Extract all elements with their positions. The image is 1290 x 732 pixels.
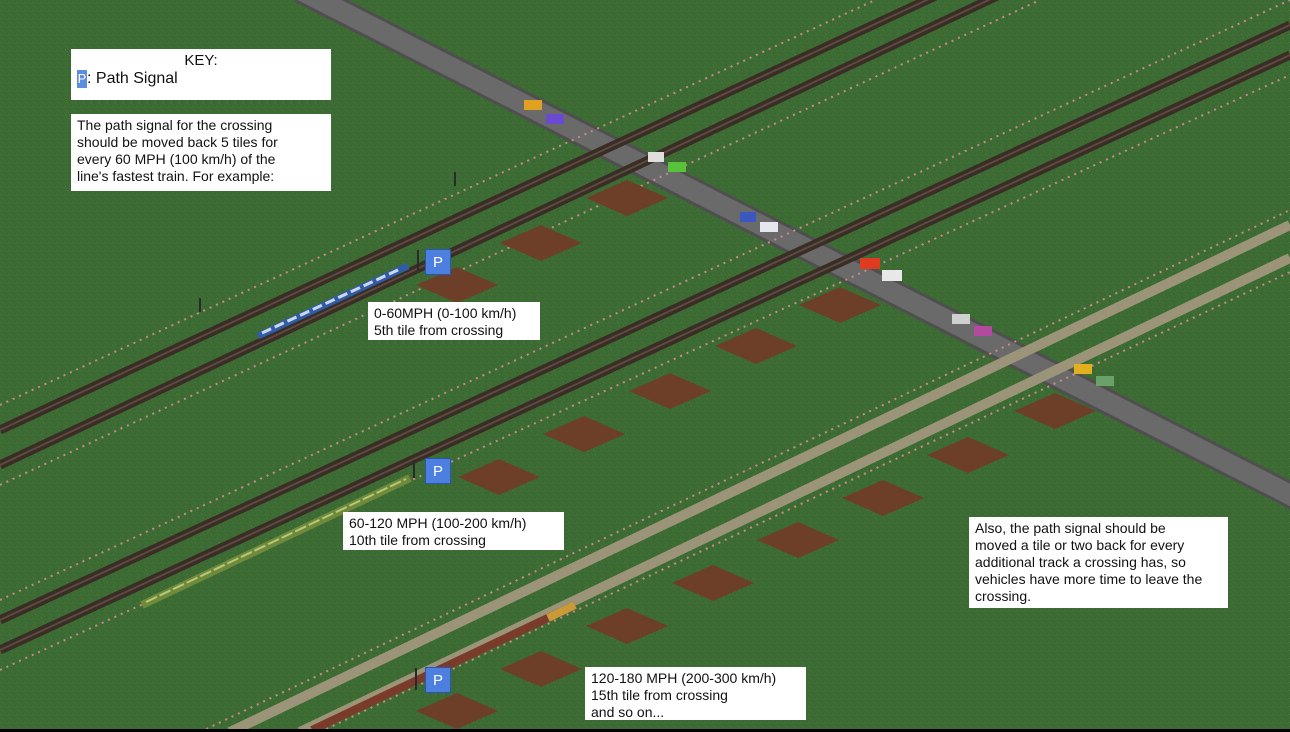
example-speed: 0-60MPH (0-100 km/h) <box>374 305 517 321</box>
example-speed: 120-180 MPH (200-300 km/h) <box>591 670 777 686</box>
bottom-border <box>0 729 1290 732</box>
path-signal-key-icon: P <box>77 70 87 88</box>
example-label-2: 60-120 MPH (100-200 km/h) 10th tile from… <box>343 512 564 550</box>
rail-line-middle <box>0 0 1290 671</box>
intro-line: The path signal for the crossing <box>77 117 273 133</box>
road <box>294 0 1290 510</box>
rail-line-upper <box>0 0 1041 486</box>
signal-posts <box>199 172 456 690</box>
side-note-line: additional track a crossing has, so <box>975 554 1186 570</box>
side-note-line: vehicles have more time to leave the <box>975 571 1203 587</box>
train-green <box>140 474 412 609</box>
intro-line: every 60 MPH (100 km/h) of the <box>77 151 276 167</box>
intro-line: line's fastest train. For example: <box>77 168 275 184</box>
example-label-1: 0-60MPH (0-100 km/h) 5th tile from cross… <box>368 302 540 340</box>
path-signal-icon: P <box>425 458 451 484</box>
side-note-panel: Also, the path signal should be moved a … <box>969 517 1228 608</box>
example-tile: 5th tile from crossing <box>374 322 504 338</box>
intro-panel: The path signal for the crossing should … <box>71 114 331 191</box>
example-more: and so on... <box>591 704 665 720</box>
key-title: KEY: <box>184 52 218 69</box>
dirt-tiles <box>416 180 1096 729</box>
side-note-line: moved a tile or two back for every <box>975 537 1185 553</box>
train-blue <box>256 262 410 340</box>
example-label-3: 120-180 MPH (200-300 km/h) 15th tile fro… <box>585 667 806 720</box>
path-signal-icon: P <box>425 249 451 275</box>
key-label: : Path Signal <box>87 70 178 87</box>
road-vehicles <box>524 100 1114 386</box>
example-tile: 10th tile from crossing <box>349 532 486 548</box>
side-note-line: Also, the path signal should be <box>975 520 1166 536</box>
key-panel: KEY: P : Path Signal <box>71 49 331 100</box>
example-speed: 60-120 MPH (100-200 km/h) <box>349 515 527 531</box>
side-note-line: crossing. <box>975 588 1032 604</box>
example-tile: 15th tile from crossing <box>591 687 728 703</box>
intro-line: should be moved back 5 tiles for <box>77 134 278 150</box>
path-signal-icon: P <box>425 667 451 693</box>
